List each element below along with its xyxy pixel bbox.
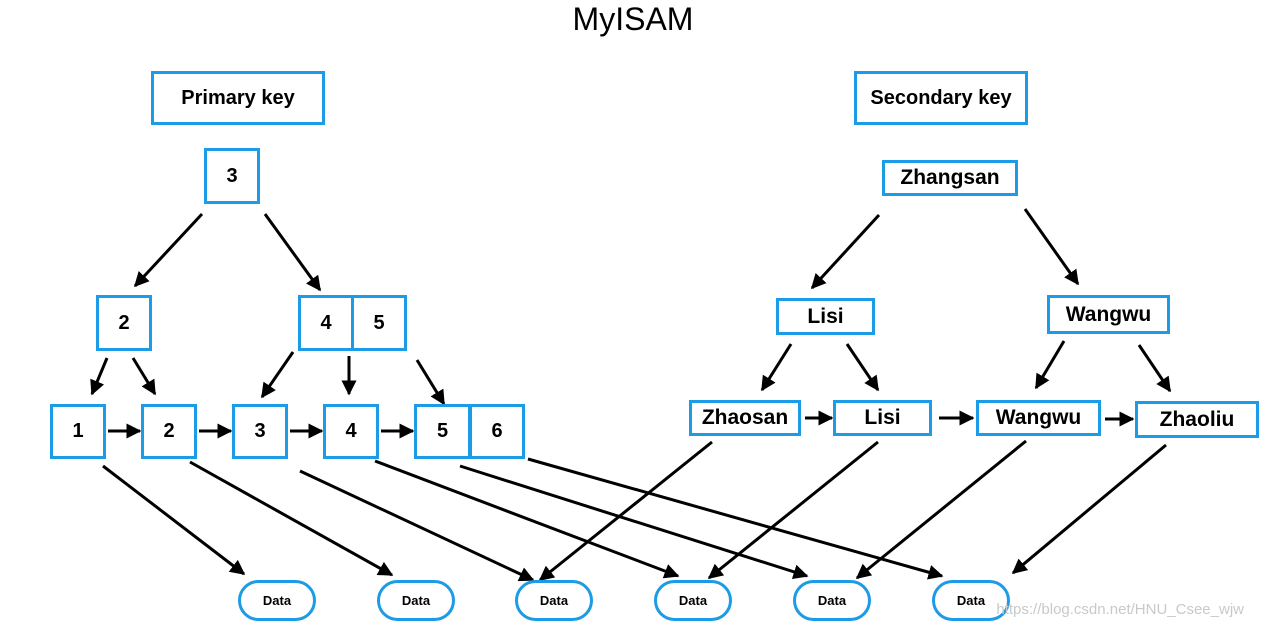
arrow-pk-leaf6-to-data: [527, 457, 944, 580]
arrow-sk-wangwu-to-data: [855, 439, 1027, 580]
pk-root-node: 3: [204, 148, 260, 204]
pk-leaf-6: 6: [469, 404, 525, 459]
sk-root-node: Zhangsan: [882, 160, 1018, 196]
sk-leaf-wangwu: Wangwu: [976, 400, 1101, 436]
arrow-pk-root-to-45: [263, 213, 322, 292]
watermark: https://blog.csdn.net/HNU_Csee_wjw: [996, 601, 1244, 618]
data-node-5: Data: [793, 580, 871, 621]
pk-leaf-1: 1: [50, 404, 106, 459]
arrow-pk-leaf4-to-data: [374, 459, 680, 579]
data-node-3: Data: [515, 580, 593, 621]
sk-leaf-zhaoliu: Zhaoliu: [1135, 401, 1259, 438]
sk-leaf-lisi: Lisi: [833, 400, 932, 436]
sk-node-wangwu: Wangwu: [1047, 295, 1170, 334]
data-node-6: Data: [932, 580, 1010, 621]
arrow-pk-leaf2-to-data: [189, 460, 394, 577]
arrow-pk-root-to-2: [133, 212, 204, 288]
arrow-pk-leaf5-to-data: [459, 464, 809, 580]
arrow-pk-45-to-leaf3: [260, 351, 295, 399]
primary-key-label: Primary key: [151, 71, 325, 125]
arrow-pk-leaf3-to-data: [299, 469, 535, 582]
pk-leaf-3: 3: [232, 404, 288, 459]
arrow-sk-root-to-wangwu: [1023, 208, 1080, 286]
arrow-sk-lisi-to-zhaosan: [760, 343, 793, 392]
data-node-1: Data: [238, 580, 316, 621]
sk-node-lisi: Lisi: [776, 298, 875, 335]
sk-leaf-zhaosan: Zhaosan: [689, 400, 801, 436]
arrow-sk-wangwu-to-zhaoliu: [1137, 344, 1172, 393]
arrow-sk-lisi-to-data: [707, 440, 879, 580]
arrow-sk-root-to-lisi: [810, 213, 881, 290]
pk-node-5: 5: [351, 295, 407, 351]
arrow-sk-lisi-to-lisi: [845, 343, 880, 392]
data-node-2: Data: [377, 580, 455, 621]
arrow-pk-2-to-leaf2: [131, 357, 157, 396]
arrow-sk-zhaosan-to-data: [538, 440, 713, 582]
pk-node-2: 2: [96, 295, 152, 351]
arrow-pk-2-to-leaf1: [90, 357, 109, 396]
arrow-pk-leaf1-to-data: [102, 464, 246, 576]
arrow-sk-zhaoliu-to-data: [1011, 443, 1167, 575]
data-node-4: Data: [654, 580, 732, 621]
arrow-pk-45-to-leaf5: [415, 359, 446, 406]
pk-leaf-4: 4: [323, 404, 379, 459]
secondary-key-label: Secondary key: [854, 71, 1028, 125]
pk-leaf-5: 5: [414, 404, 471, 459]
diagram-title: MyISAM: [572, 1, 694, 37]
pk-node-4: 4: [298, 295, 354, 351]
pk-leaf-2: 2: [141, 404, 197, 459]
arrow-sk-wangwu-to-wangwu: [1034, 340, 1066, 390]
